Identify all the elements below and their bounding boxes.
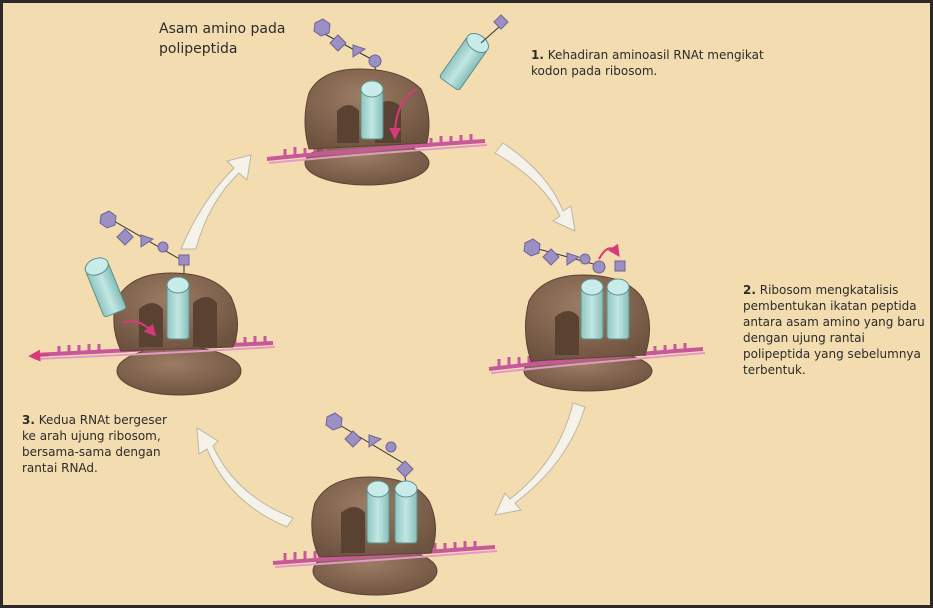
cycle-arrow-icon bbox=[494, 402, 586, 516]
trna-icon bbox=[580, 278, 604, 340]
step-1-line-1: Kehadiran aminoasil RNAt mengikat bbox=[547, 48, 764, 62]
step-2-line-5: polipeptida yang sebelumnya bbox=[743, 347, 921, 361]
title-line-2: polipeptida bbox=[159, 41, 238, 57]
step-2-line-2: pembentukan ikatan peptida bbox=[743, 299, 917, 313]
cycle-arrows bbox=[180, 142, 586, 528]
caption-step-3: 3. Kedua RNAt bergeser ke arah ujung rib… bbox=[22, 412, 167, 476]
mrna-strand-icon bbox=[266, 139, 486, 161]
step-3-line-2: ke arah ujung ribosom, bbox=[22, 429, 161, 443]
diagram-canvas bbox=[28, 14, 706, 596]
step-3-line-4: rantai RNAd. bbox=[22, 461, 98, 475]
trna-icon bbox=[366, 480, 390, 544]
amino-acid-chain-icon bbox=[99, 210, 190, 285]
step-2-line-3: antara asam amino yang baru bbox=[743, 315, 925, 329]
step-2-line-6: terbentuk. bbox=[743, 363, 806, 377]
step-3-line-3: bersama-sama dengan bbox=[22, 445, 161, 459]
station-3 bbox=[28, 210, 276, 396]
trna-icon bbox=[394, 480, 418, 544]
amino-acid-chain-icon bbox=[313, 18, 382, 84]
cycle-arrow-icon bbox=[196, 427, 294, 528]
trna-icon bbox=[84, 257, 127, 318]
step-3-number: 3. bbox=[22, 413, 35, 427]
caption-step-2: 2. Ribosom mengkatalisis pembentukan ika… bbox=[743, 282, 925, 378]
step-3-line-1: Kedua RNAt bergeser bbox=[38, 413, 167, 427]
station-2 bbox=[488, 238, 706, 392]
caption-step-1: 1. Kehadiran aminoasil RNAt mengikat kod… bbox=[531, 47, 764, 79]
step-2-line-1: Ribosom mengkatalisis bbox=[759, 283, 899, 297]
step-1-number: 1. bbox=[531, 48, 544, 62]
cycle-arrow-icon bbox=[180, 154, 252, 250]
title-line-1: Asam amino pada bbox=[159, 21, 286, 37]
trna-icon bbox=[360, 80, 384, 140]
station-1 bbox=[266, 14, 509, 186]
trna-icon bbox=[606, 278, 630, 340]
cycle-arrow-icon bbox=[494, 142, 576, 232]
amino-acid-chain-icon bbox=[523, 238, 626, 274]
trna-icon bbox=[166, 276, 190, 340]
step-2-line-4: dengan ujung rantai bbox=[743, 331, 865, 345]
station-4 bbox=[272, 412, 498, 596]
step-2-number: 2. bbox=[743, 283, 756, 297]
title-amino-acid-label: Asam amino pada polipeptida bbox=[159, 19, 285, 59]
trna-icon bbox=[439, 32, 489, 91]
step-1-line-2: kodon pada ribosom. bbox=[531, 64, 658, 78]
amino-acid-chain-icon bbox=[325, 412, 414, 492]
